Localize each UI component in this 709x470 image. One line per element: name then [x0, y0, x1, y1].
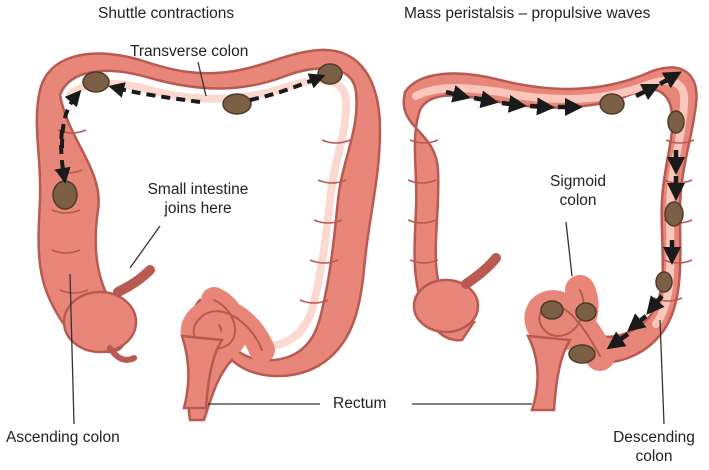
left-shuttle-arrows [61, 78, 318, 176]
leader-sigmoid [566, 222, 572, 276]
propulsive-arrow [474, 98, 490, 101]
feces-mass [541, 301, 563, 319]
small-intestine-label-line2: joins here [128, 199, 268, 218]
feces-mass [83, 72, 109, 92]
feces-mass [569, 345, 595, 363]
leader-small-intestine [130, 226, 160, 268]
left-colon [37, 50, 380, 420]
right-colon [404, 67, 697, 410]
feces-mass [668, 111, 684, 133]
feces-mass [600, 94, 624, 114]
feces-mass [53, 181, 77, 209]
left-panel-title: Shuttle contractions [98, 4, 234, 23]
sigmoid-label-line2: colon [540, 191, 616, 210]
feces-mass [576, 303, 596, 321]
descending-colon-label: Descending colon [600, 428, 708, 466]
right-colon-haustra [408, 140, 694, 301]
transverse-colon-label: Transverse colon [130, 42, 248, 61]
descending-label-line1: Descending [600, 428, 708, 447]
leader-descending [660, 320, 664, 424]
feces-mass [665, 202, 683, 226]
right-panel-title: Mass peristalsis – propulsive waves [404, 4, 650, 23]
propulsive-arrow [502, 103, 518, 105]
right-small-intestine-stub [466, 258, 496, 284]
feces-mass [223, 94, 251, 114]
small-intestine-label: Small intestine joins here [128, 180, 268, 218]
left-appendix [110, 348, 134, 360]
feces-mass [318, 64, 342, 84]
propulsive-arrow [530, 106, 546, 107]
ascending-colon-label: Ascending colon [6, 428, 120, 447]
left-small-intestine-stub [118, 270, 150, 292]
right-rectum [528, 336, 570, 410]
rectum-label: Rectum [333, 394, 386, 413]
descending-label-line2: colon [600, 447, 708, 466]
sigmoid-colon-label: Sigmoid colon [540, 172, 616, 210]
feces-mass [656, 272, 672, 292]
left-cecum [64, 292, 136, 352]
sigmoid-label-line1: Sigmoid [540, 172, 616, 191]
small-intestine-label-line1: Small intestine [128, 180, 268, 199]
